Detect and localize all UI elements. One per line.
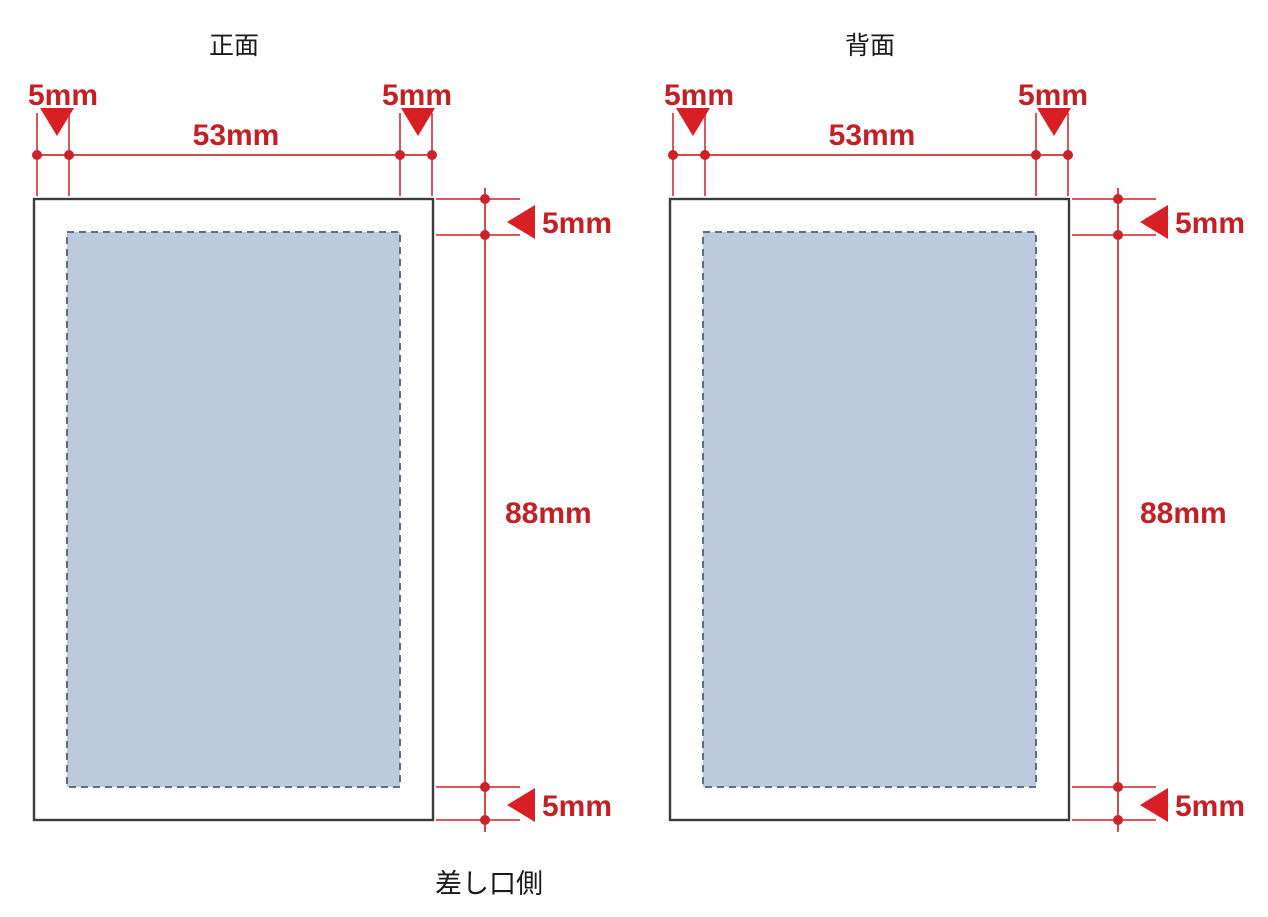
- front-marker-triangle-left: [40, 108, 74, 136]
- front-margin-bottom-label: 5mm: [542, 790, 612, 823]
- front-height-label: 88mm: [505, 497, 592, 530]
- front-dim-dot-bottom-outer: [480, 815, 490, 825]
- panel-back: 背面 5mm 5mm 53mm: [664, 32, 1245, 832]
- back-dim-dot-top-outer: [1113, 194, 1123, 204]
- back-dim-dot-left-outer: [668, 150, 678, 160]
- front-dim-dot-left-inner: [64, 150, 74, 160]
- back-dim-dot-bottom-inner: [1113, 782, 1123, 792]
- front-dim-dot-right-outer: [427, 150, 437, 160]
- back-dim-dot-top-inner: [1113, 230, 1123, 240]
- back-marker-triangle-top: [1140, 205, 1168, 239]
- front-marker-triangle-top: [507, 205, 535, 239]
- front-marker-triangle-bottom: [507, 788, 535, 822]
- back-dim-dot-bottom-outer: [1113, 815, 1123, 825]
- card-front-safe-area: [66, 231, 401, 788]
- card-back-safe-area: [702, 231, 1037, 788]
- back-margin-bottom-label: 5mm: [1175, 790, 1245, 823]
- back-margin-left-label: 5mm: [664, 79, 734, 112]
- front-marker-triangle-right: [401, 108, 435, 136]
- back-width-label: 53mm: [829, 119, 916, 152]
- back-right-dimensions: 5mm 5mm 88mm: [1072, 188, 1245, 832]
- back-dim-dot-left-inner: [700, 150, 710, 160]
- front-width-label: 53mm: [193, 119, 280, 152]
- back-marker-triangle-bottom: [1140, 788, 1168, 822]
- panel-front-title: 正面: [209, 32, 259, 60]
- panel-front: 正面 5mm 5mm 53mm: [28, 32, 612, 832]
- back-marker-triangle-left: [676, 108, 710, 136]
- front-top-dimensions: 5mm 5mm 53mm: [28, 79, 452, 196]
- back-top-dimensions: 5mm 5mm 53mm: [664, 79, 1088, 196]
- panel-back-title: 背面: [845, 32, 895, 60]
- front-margin-top-label: 5mm: [542, 207, 612, 240]
- front-dim-dot-left-outer: [32, 150, 42, 160]
- back-margin-right-label: 5mm: [1018, 79, 1088, 112]
- front-margin-left-label: 5mm: [28, 79, 98, 112]
- back-dim-dot-right-outer: [1063, 150, 1073, 160]
- back-dim-dot-right-inner: [1031, 150, 1041, 160]
- back-margin-top-label: 5mm: [1175, 207, 1245, 240]
- front-dim-dot-top-inner: [480, 230, 490, 240]
- front-dim-dot-top-outer: [480, 194, 490, 204]
- front-margin-right-label: 5mm: [382, 79, 452, 112]
- back-marker-triangle-right: [1037, 108, 1071, 136]
- front-right-dimensions: 5mm 5mm 88mm: [436, 188, 612, 832]
- bottom-caption: 差し口側: [435, 869, 543, 899]
- front-dim-dot-right-inner: [395, 150, 405, 160]
- front-dim-dot-bottom-inner: [480, 782, 490, 792]
- back-height-label: 88mm: [1140, 497, 1227, 530]
